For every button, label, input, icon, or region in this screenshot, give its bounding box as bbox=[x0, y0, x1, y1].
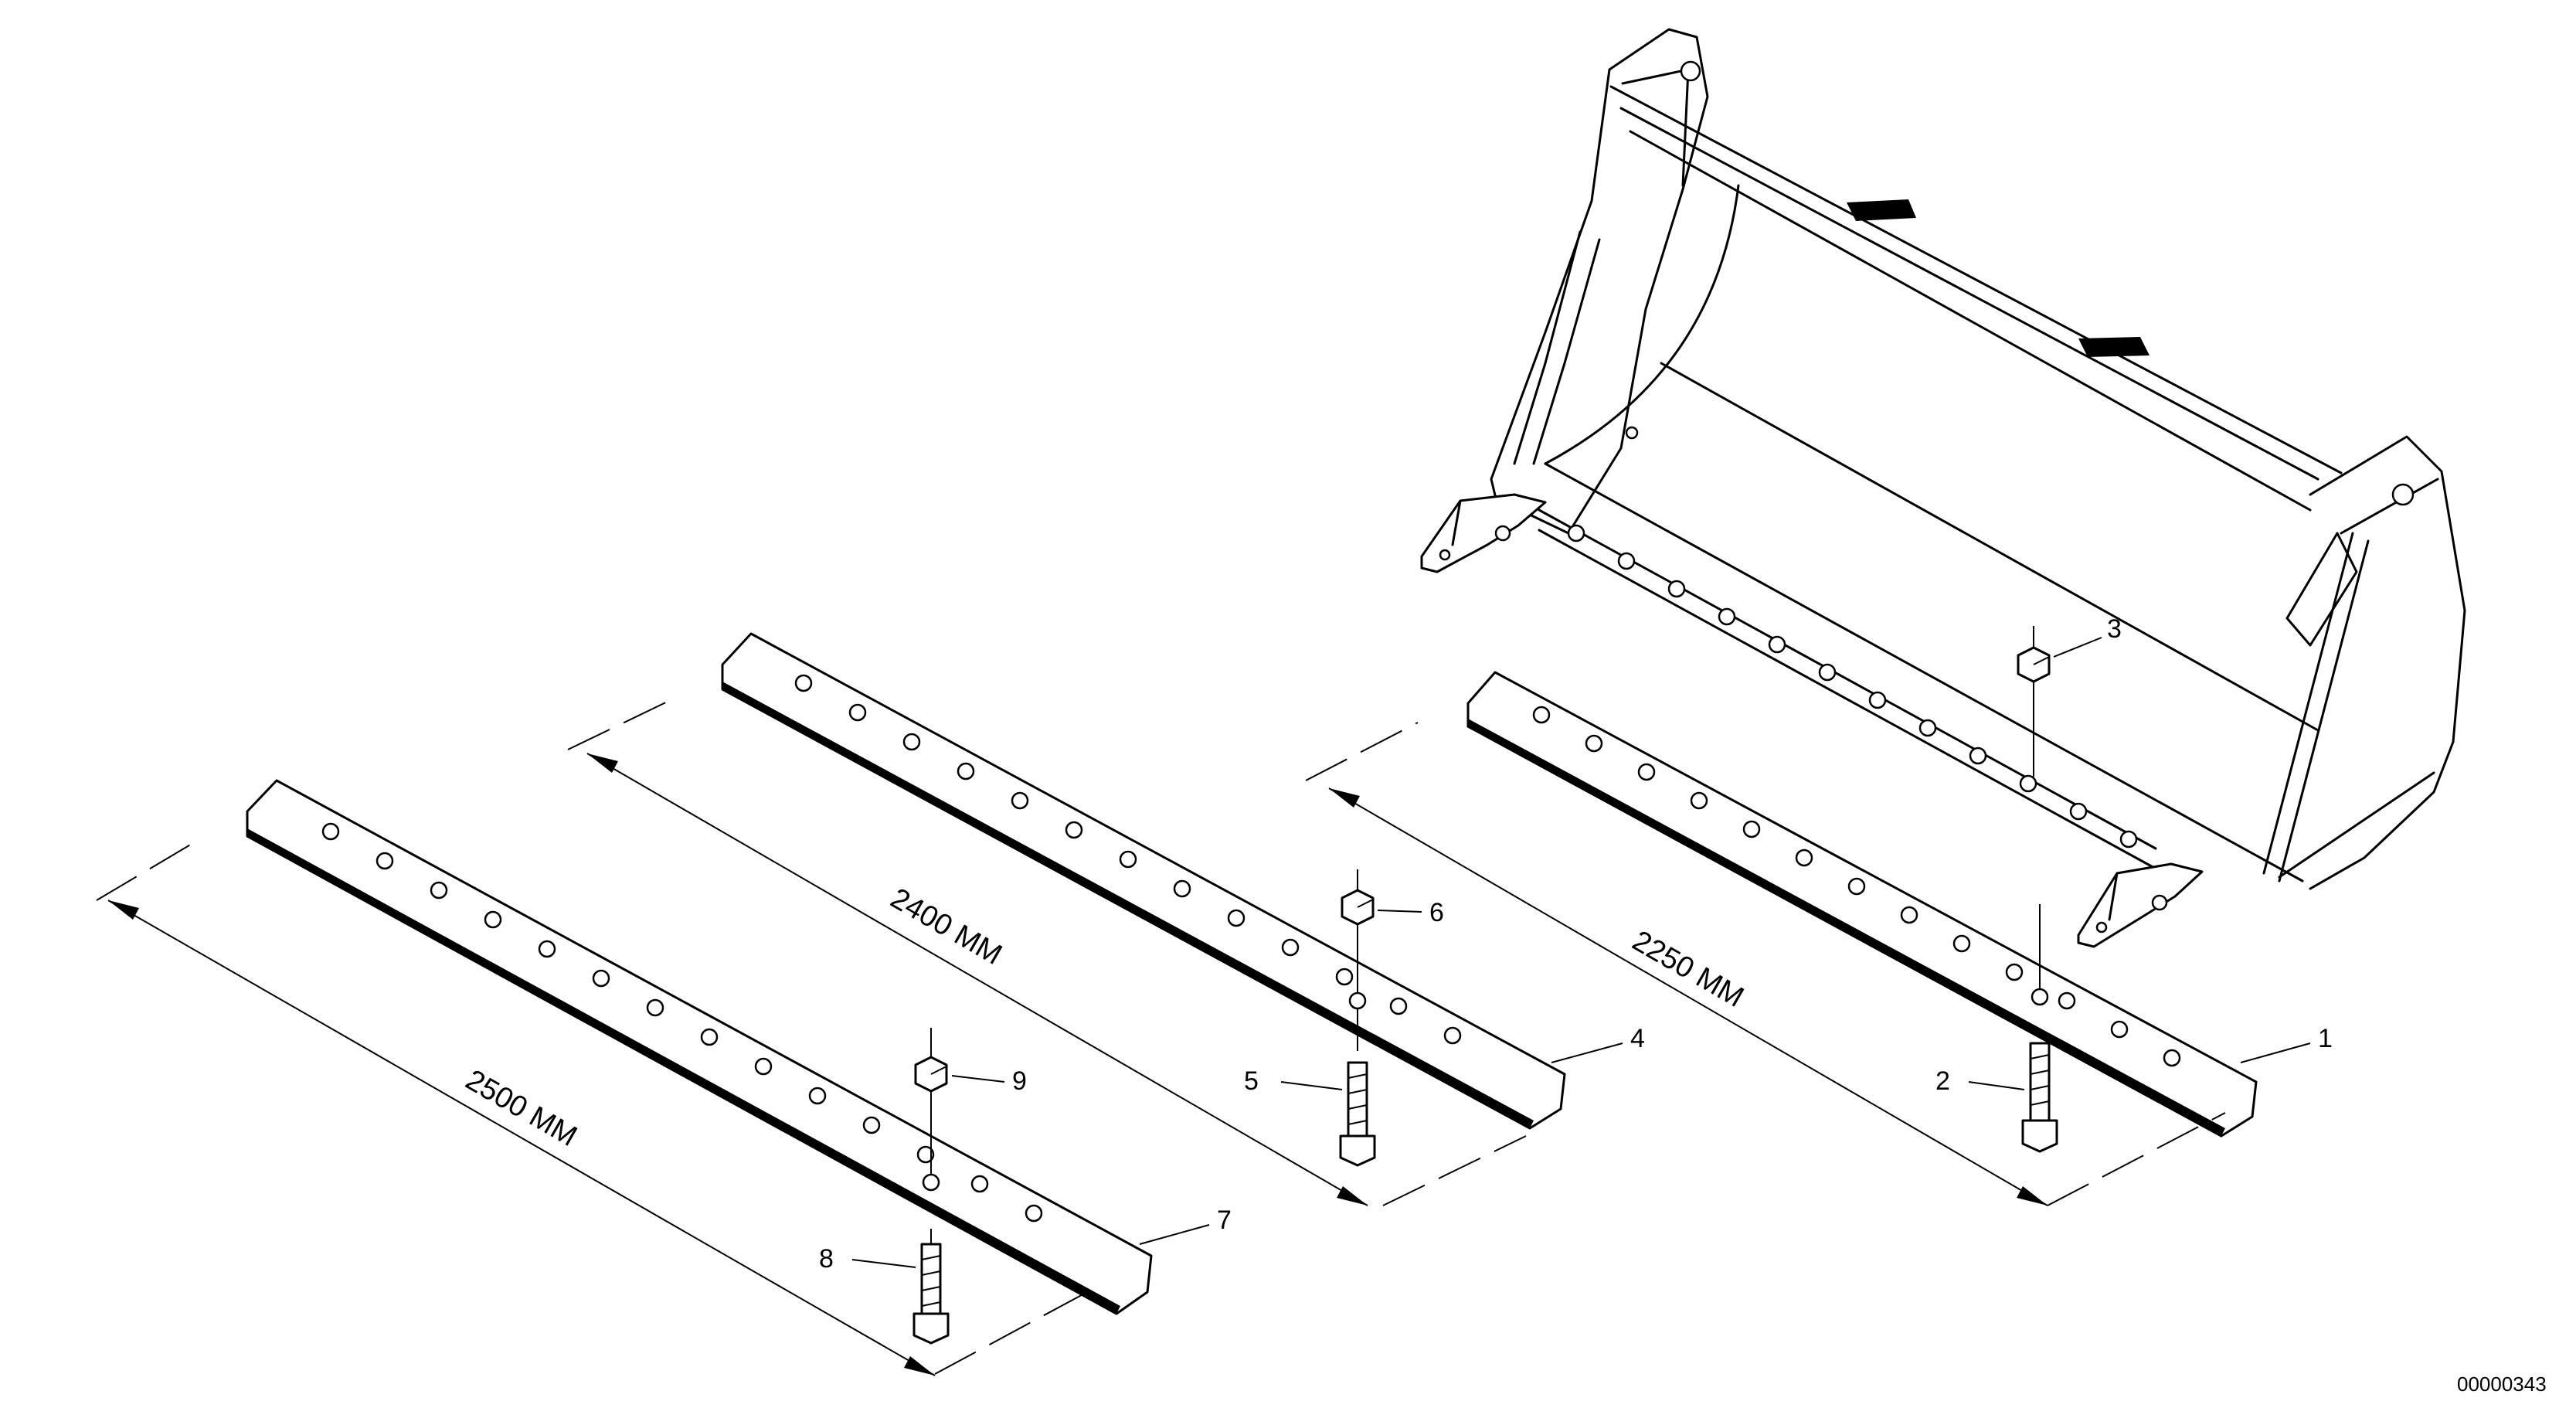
callout-2: 2 bbox=[1935, 1066, 2025, 1096]
callout-3: 3 bbox=[2053, 614, 2122, 658]
dimension-label-2250: 2250 MM bbox=[1627, 924, 1749, 1014]
bucket-pin-hole-right bbox=[2391, 483, 2415, 506]
cutting-edge-blade-2250 bbox=[1466, 671, 2258, 1138]
bucket-edge-holes bbox=[1567, 524, 2138, 849]
callout-label-3: 3 bbox=[2107, 614, 2122, 644]
bolt-5 bbox=[1339, 1008, 1376, 1167]
dimension-2400: 2400 MM bbox=[567, 699, 1527, 1206]
dimension-label-2400: 2400 MM bbox=[885, 882, 1008, 971]
bucket bbox=[1420, 28, 2466, 948]
nut-9 bbox=[914, 1028, 948, 1192]
callout-5: 5 bbox=[1244, 1066, 1343, 1096]
nut-6 bbox=[1341, 869, 1375, 1010]
callout-label-6: 6 bbox=[1429, 898, 1444, 927]
cutting-edge-blade-2500 bbox=[246, 779, 1153, 1315]
corner-tooth-left bbox=[1420, 493, 1547, 573]
bolt-2 bbox=[2021, 904, 2058, 1153]
wear-strip bbox=[1847, 199, 1916, 221]
callout-label-8: 8 bbox=[819, 1244, 834, 1274]
callout-label-2: 2 bbox=[1935, 1066, 1950, 1096]
callout-label-7: 7 bbox=[1217, 1206, 1232, 1235]
dimension-label-2500: 2500 MM bbox=[460, 1063, 583, 1153]
callout-4: 4 bbox=[1551, 1024, 1645, 1063]
corner-tooth-right bbox=[2077, 862, 2204, 948]
blade-holes bbox=[321, 822, 1043, 1223]
callout-label-1: 1 bbox=[2318, 1024, 2333, 1053]
callout-9: 9 bbox=[951, 1066, 1027, 1096]
wear-strip bbox=[2078, 337, 2149, 357]
bucket-pin-hole-left bbox=[1680, 60, 1701, 82]
callout-label-9: 9 bbox=[1012, 1066, 1027, 1096]
callout-8: 8 bbox=[819, 1244, 916, 1274]
bolt-8 bbox=[912, 1229, 950, 1345]
nut-3 bbox=[2017, 626, 2051, 777]
drawing-reference-number: 00000343 bbox=[2457, 1372, 2547, 1396]
callout-label-5: 5 bbox=[1244, 1066, 1259, 1096]
dimension-2250: 2250 MM bbox=[1305, 722, 2226, 1206]
callout-1: 1 bbox=[2240, 1024, 2333, 1063]
callout-7: 7 bbox=[1139, 1206, 1232, 1245]
callout-label-4: 4 bbox=[1630, 1024, 1645, 1053]
callout-6: 6 bbox=[1377, 898, 1444, 927]
cutting-edge-blade-2400 bbox=[721, 632, 1566, 1130]
blade-holes bbox=[794, 674, 1462, 1045]
blade-holes bbox=[1532, 706, 2181, 1067]
